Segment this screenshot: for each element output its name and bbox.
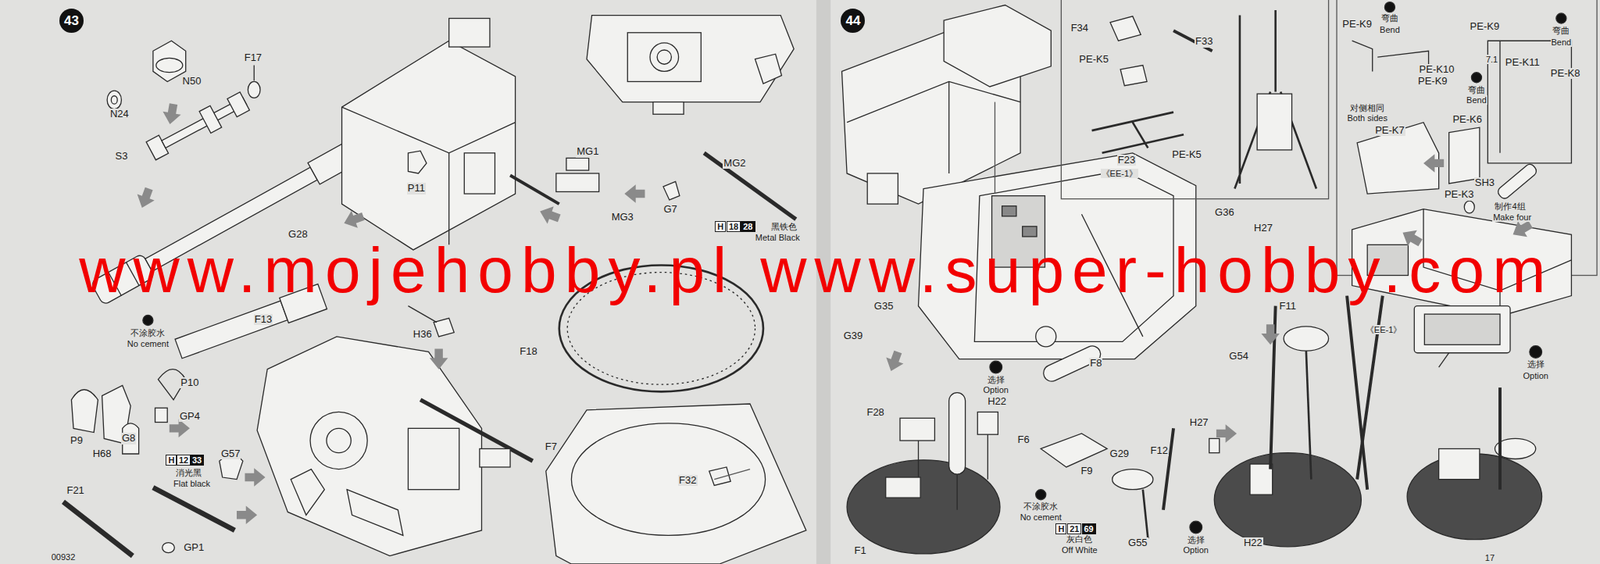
note-text: 不涂胶水 (129, 328, 166, 338)
note-text: No cement (126, 339, 170, 349)
paint-code: H (714, 221, 726, 233)
note-text: Off White (1060, 545, 1099, 555)
part-number: PE-K3 (1443, 189, 1475, 200)
note-text: 消光黑 (175, 467, 203, 478)
watermark: www.mojehobby.pl www.super-hobby.com (78, 238, 1554, 303)
note-text: Both sides (1346, 113, 1389, 123)
part-number: F12 (1150, 445, 1169, 457)
part-number: P10 (179, 377, 200, 389)
part-number: H68 (92, 448, 113, 460)
part-number: PE-K9 (1417, 75, 1449, 87)
part-number: F23 (1117, 154, 1136, 166)
paint-code: 28 (740, 221, 755, 233)
note-text: Option (1522, 371, 1550, 381)
note-text: Bend (1378, 25, 1401, 35)
part-number: G29 (1109, 448, 1131, 460)
part-number: H27 (1189, 417, 1210, 429)
part-number: P11 (407, 182, 426, 194)
part-number: N24 (109, 108, 130, 120)
note-text: Bend (1465, 95, 1488, 105)
part-number: SH3 (1474, 177, 1496, 189)
note-text: 灰白色 (1065, 534, 1093, 544)
part-number: PE-K9 (1469, 21, 1501, 33)
part-number: F21 (65, 485, 85, 497)
part-number: PE-K8 (1550, 67, 1582, 79)
part-number: F28 (865, 407, 885, 418)
part-number: G55 (1127, 537, 1149, 549)
part-number: F6 (1016, 434, 1030, 446)
part-number: PE-K5 (1078, 53, 1110, 65)
note-text: 7.1 (1485, 54, 1499, 65)
step-number-text: 43 (64, 14, 79, 28)
note-text: Bend (1550, 37, 1573, 47)
part-number: F1 (853, 545, 867, 557)
part-number: N50 (182, 75, 203, 87)
part-number: MG2 (722, 157, 747, 169)
part-number: F7 (544, 441, 558, 453)
note-text: Flat black (172, 478, 211, 489)
part-number: F32 (678, 475, 697, 486)
part-number: F9 (1079, 465, 1093, 477)
part-number: S3 (114, 150, 129, 162)
part-number: PE-K11 (1504, 57, 1541, 68)
note-text: 选择 (1526, 359, 1546, 369)
part-number: PE-K9 (1341, 18, 1373, 30)
part-number: G35 (873, 300, 895, 312)
part-number: F8 (1089, 357, 1103, 369)
part-number: F11 (1278, 300, 1297, 312)
paint-code: 33 (189, 454, 204, 466)
part-number: PE-K7 (1374, 125, 1406, 136)
paint-code: 21 (1067, 523, 1082, 535)
step-number: 43 (59, 8, 84, 33)
part-number: H27 (1253, 222, 1274, 234)
note-text: 弯曲 (1380, 13, 1400, 23)
note-text: 制作4组 (1493, 201, 1526, 211)
part-number: PE-K10 (1418, 64, 1456, 75)
paint-code: 18 (726, 221, 741, 233)
part-number: H36 (412, 328, 433, 340)
part-number: G8 (121, 432, 136, 444)
note-text: 00932 (50, 552, 77, 562)
part-number: G54 (1228, 350, 1250, 362)
part-number: MG1 (575, 146, 600, 158)
part-number: MG3 (610, 211, 635, 223)
paint-code: H (165, 454, 177, 466)
note-text: 《EE-1》 (1100, 168, 1139, 179)
note-text: 选择 (1186, 535, 1206, 545)
part-number: F33 (1194, 35, 1214, 47)
part-number: F18 (518, 346, 538, 358)
note-text: 弯曲 (1551, 25, 1571, 36)
part-number: F34 (1070, 22, 1090, 34)
part-number: P9 (69, 435, 84, 447)
part-number: GP4 (178, 410, 201, 422)
part-number: G39 (842, 330, 865, 342)
note-text: 黑铁色 (770, 221, 798, 232)
part-number: H22 (986, 396, 1008, 408)
part-number: F13 (253, 314, 273, 325)
note-text: Option (982, 385, 1010, 395)
part-number: PE-K6 (1451, 114, 1483, 125)
part-number: G57 (220, 448, 242, 460)
note-text: 不涂胶水 (1022, 501, 1059, 511)
part-number: H22 (1242, 537, 1264, 549)
note-text: 选择 (986, 375, 1006, 385)
paint-code: H (1055, 523, 1067, 535)
step-number-text: 44 (845, 14, 861, 28)
paint-code: 12 (176, 454, 191, 466)
note-text: 对侧相同 (1349, 103, 1386, 113)
part-number: G7 (662, 203, 678, 215)
part-number: GP1 (182, 542, 205, 554)
note-text: Option (1182, 545, 1210, 555)
part-number: PE-K5 (1171, 149, 1203, 161)
step-number: 44 (840, 8, 865, 33)
paint-code: 69 (1082, 523, 1097, 535)
note-text: 《EE-1》 (1364, 325, 1403, 335)
part-number: G36 (1214, 207, 1236, 218)
note-text: 弯曲 (1467, 85, 1486, 95)
part-number: F17 (243, 52, 263, 64)
note-text: No cement (1019, 512, 1063, 522)
note-text: Make four (1492, 212, 1533, 222)
note-text: 17 (1484, 553, 1496, 563)
